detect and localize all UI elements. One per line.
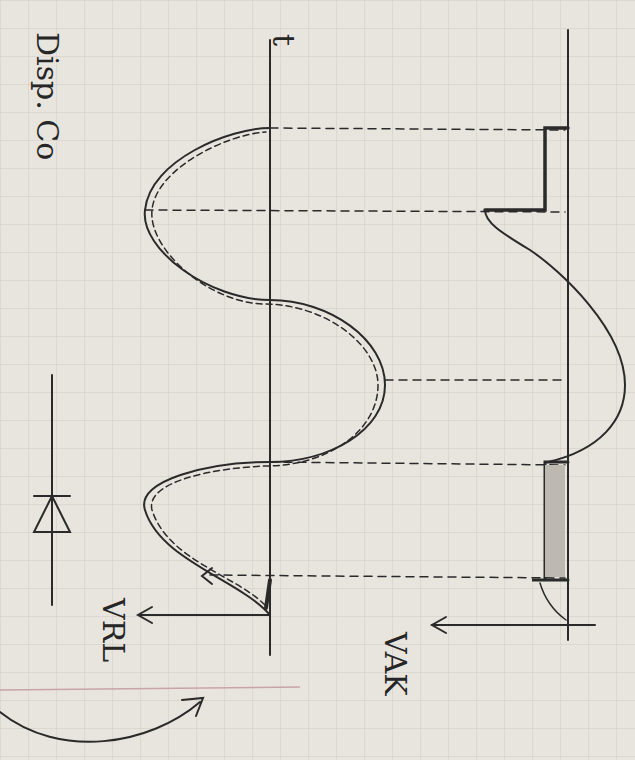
- arrow-head: [138, 607, 152, 623]
- vak-step: [485, 128, 568, 210]
- arrow-head: [182, 698, 203, 716]
- axis-name: t: [268, 34, 298, 46]
- vrl-axis: [140, 614, 270, 616]
- diode-bar: [34, 495, 70, 497]
- signal-name: VAK: [380, 632, 410, 696]
- margin-line: [0, 687, 300, 690]
- vak-curve: [485, 210, 625, 462]
- projection-lines: [145, 128, 565, 578]
- ink: [0, 30, 625, 742]
- vak-step: [532, 462, 568, 580]
- vak-fill: [545, 465, 565, 577]
- heading-note: Disp. Co: [32, 32, 62, 160]
- diode-lead: [51, 375, 53, 605]
- sine-wave: [144, 128, 385, 615]
- dashed-wave: [151, 132, 378, 605]
- ink-mark: [266, 580, 270, 608]
- signal-name: VRL: [98, 598, 128, 662]
- vak-tail: [540, 583, 566, 620]
- curved-arrow: [0, 702, 200, 742]
- vak-axis: [432, 624, 595, 626]
- vak-axis: [567, 30, 569, 640]
- arrow-head: [202, 568, 212, 584]
- time-axis: [269, 40, 271, 655]
- diode-triangle: [34, 496, 70, 532]
- arrow-head: [432, 617, 446, 633]
